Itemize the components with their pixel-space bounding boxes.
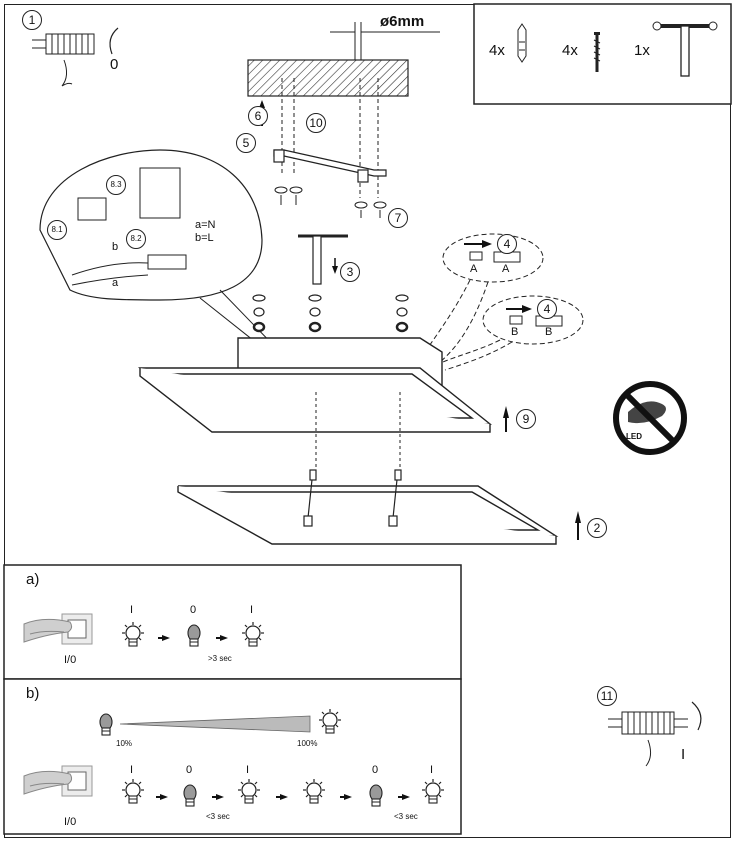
dim-max: 100% [297,739,318,748]
step-4-marker-a: 4 [497,234,517,254]
wiring-detail-bubble [39,149,263,301]
bulb-off-icon [369,784,383,807]
page-frame [4,4,731,838]
led-badge-text: LED [626,432,642,441]
screw-qty: 4x [562,42,578,59]
panel-a-timing: >3 sec [208,654,232,663]
drill-size: ø6mm [380,13,425,30]
terminal-block-step1 [32,33,95,87]
connector-a2: A [502,263,510,275]
wrench-icon [652,21,718,77]
led-not-replaceable-icon [613,381,687,455]
screw-icon [593,32,601,72]
connector-b1: B [511,326,519,338]
legend-n: a=N [195,219,216,231]
terminal-block-step11 [608,711,688,767]
wrench-qty: 1x [634,42,650,59]
panel-b-state5: I [430,764,434,776]
panel-b-timing1: <3 sec [206,812,230,821]
ceiling [247,59,409,97]
step-5-marker: 5 [236,133,256,153]
panel-b-timing2: <3 sec [394,812,418,821]
step-11-marker: 11 [597,686,617,706]
step-10-marker: 10 [306,113,326,133]
panel-a-label: a) [26,571,40,588]
dowel-icon [517,23,527,63]
connector-a1: A [470,263,478,275]
panel-b [3,678,462,835]
step-3-marker: 3 [340,262,360,282]
panel-b-state1: I [130,764,134,776]
panel-b-state2: 0 [186,764,193,776]
mounting-bracket [273,149,387,183]
mounting-wrench [298,234,348,285]
panel-a-state1: I [130,604,134,616]
parts-box [473,3,732,105]
panel-b-state4: 0 [372,764,379,776]
wire-a-label: a [112,277,119,289]
connector-bubble-b [482,295,584,345]
connector-b2: B [545,326,553,338]
dim-min: 10% [116,739,133,748]
step-4-marker-b: 4 [537,299,557,319]
dowel-qty: 4x [489,42,505,59]
step-6-marker: 6 [248,106,268,126]
dimming-ramp [119,715,311,733]
step-9-marker: 9 [516,409,536,429]
step-1-marker: 1 [22,10,42,30]
wire-b-label: b [112,241,119,253]
connector-bubble-a [442,233,544,283]
step-7-marker: 7 [388,208,408,228]
panel-a-state3: I [250,604,254,616]
panel-b-state3: I [246,764,250,776]
step-2-marker: 2 [587,518,607,538]
panel-a-switch-label: I/0 [64,654,77,666]
panel-a-state2: 0 [190,604,197,616]
bulb-dim-icon [99,713,113,736]
lamp-body [137,337,492,433]
step-11-value: I [681,746,686,763]
step-8-3-marker: 8.3 [106,175,126,195]
step-8-1-marker: 8.1 [47,220,67,240]
diffuser-frame [177,485,559,545]
legend-l: b=L [195,232,214,244]
step-1-value: 0 [110,56,119,73]
panel-b-label: b) [26,685,40,702]
bulb-off-icon [187,624,201,647]
bulb-off-icon [183,784,197,807]
step-8-2-marker: 8.2 [126,229,146,249]
panel-b-switch-label: I/0 [64,816,77,828]
